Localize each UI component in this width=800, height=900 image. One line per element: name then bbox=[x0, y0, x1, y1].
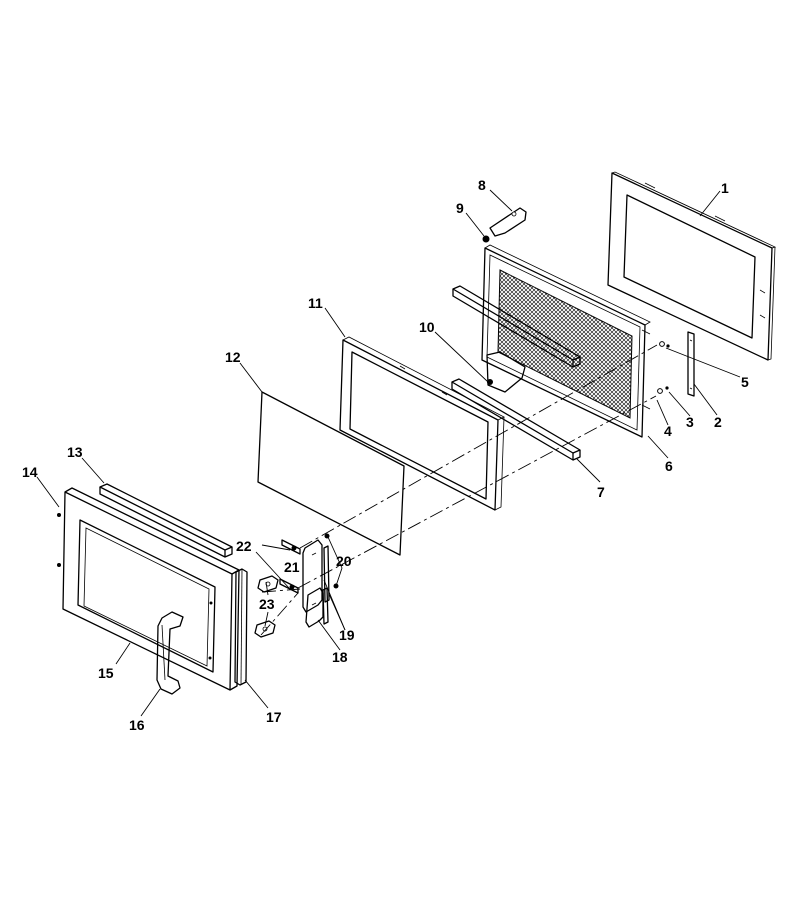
callout-9: 9 bbox=[456, 200, 464, 216]
callout-21: 21 bbox=[284, 559, 300, 575]
part-11-choke-frame bbox=[339, 336, 505, 511]
callout-13: 13 bbox=[67, 444, 83, 460]
callout-15: 15 bbox=[98, 665, 114, 681]
part-9-screw bbox=[482, 235, 490, 243]
part-2-strip bbox=[687, 331, 695, 397]
callout-17: 17 bbox=[266, 709, 282, 725]
callout-18: 18 bbox=[332, 649, 348, 665]
callout-5: 5 bbox=[741, 374, 749, 390]
callout-3: 3 bbox=[686, 414, 694, 430]
callout-10: 10 bbox=[419, 319, 435, 335]
callout-19: 19 bbox=[339, 627, 355, 643]
part-13-seal-strip bbox=[99, 483, 233, 558]
callout-labels: 1 2 3 4 5 6 7 8 9 10 11 12 13 14 15 16 1… bbox=[22, 177, 749, 733]
part-23-brackets bbox=[254, 575, 279, 638]
callout-8: 8 bbox=[478, 177, 486, 193]
callout-22: 22 bbox=[236, 538, 252, 554]
part-1-outer-frame bbox=[607, 171, 777, 361]
part-3-4-5-screws bbox=[657, 341, 670, 394]
part-12-glass bbox=[257, 391, 405, 556]
callout-4: 4 bbox=[664, 423, 672, 439]
part-7-bars bbox=[451, 285, 581, 461]
part-17-side-strip bbox=[234, 568, 248, 686]
callout-23: 23 bbox=[259, 596, 275, 612]
part-18-hinge-assembly bbox=[302, 539, 330, 628]
callout-6: 6 bbox=[665, 458, 673, 474]
callout-1: 1 bbox=[721, 180, 729, 196]
part-10-hinge-plate bbox=[486, 351, 526, 393]
callout-20: 20 bbox=[336, 553, 352, 569]
callout-16: 16 bbox=[129, 717, 145, 733]
leader-lines bbox=[36, 189, 741, 717]
assembly-lines bbox=[260, 344, 658, 636]
callout-7: 7 bbox=[597, 484, 605, 500]
callout-14: 14 bbox=[22, 464, 38, 480]
callout-11: 11 bbox=[308, 295, 323, 311]
part-16-handle bbox=[156, 601, 213, 695]
part-8-hinge-plate bbox=[489, 207, 527, 237]
callout-12: 12 bbox=[225, 349, 241, 365]
part-6-mesh-door bbox=[481, 244, 651, 438]
callout-2: 2 bbox=[714, 414, 722, 430]
